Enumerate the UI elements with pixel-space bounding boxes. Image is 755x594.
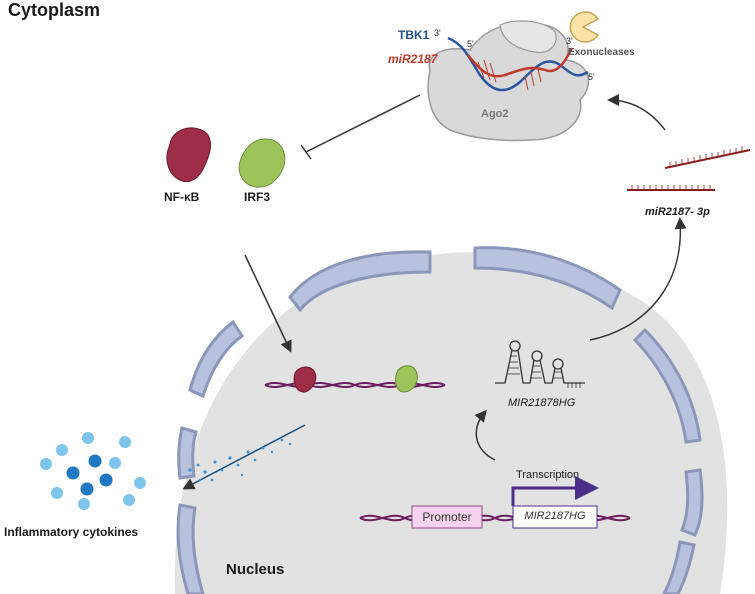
loading-arrow	[607, 94, 666, 131]
irf3-label: IRF3	[244, 190, 271, 204]
promoter-box	[411, 505, 483, 529]
cytokine-release-arrow	[182, 424, 306, 490]
inflammatory-cytokines-label: Inflammatory cytokines	[4, 525, 139, 539]
nfkb-bound	[293, 366, 317, 393]
nucleoplasm	[174, 251, 728, 594]
export-arrow	[589, 217, 687, 341]
nucleus-label: Nucleus	[226, 561, 285, 578]
tbk1-5prime-label: 5'	[588, 72, 595, 82]
translocation-arrow	[244, 254, 292, 353]
lncrna-hairpins	[495, 340, 585, 388]
inflammatory-cytokines	[40, 432, 146, 510]
transcription-label: Transcription	[516, 469, 580, 481]
promoter-label: Promoter	[422, 510, 472, 524]
mir-3prime-label: 3'	[566, 36, 573, 46]
nfkb-label: NF-κB	[164, 190, 200, 204]
ago2-label: Ago2	[481, 108, 509, 120]
nuclear-envelope	[176, 246, 704, 594]
mir2187-3p-label: miR2187- 3p	[645, 206, 710, 218]
irf3-bound	[395, 365, 418, 393]
mir2187-label: miR2187	[388, 52, 438, 66]
nfkb-protein	[166, 127, 211, 183]
irf3-protein	[238, 138, 286, 188]
cytoplasm-label: Cytoplasm	[8, 0, 101, 20]
tbk1-label: TBK1	[398, 28, 430, 42]
tbk1-3prime-label: 3'	[434, 28, 441, 38]
mir2187-3p-strands	[627, 146, 751, 191]
cytokine-dots	[188, 438, 292, 482]
mir21878hg-label: MIR21878HG	[508, 397, 576, 409]
mir-5prime-label: 5'	[467, 39, 474, 49]
transcription-arrow	[511, 476, 599, 506]
mir2187hg-label: MIR2187HG	[524, 510, 586, 522]
tbk1-mir2187-duplex	[447, 36, 589, 92]
gene-box	[512, 505, 598, 529]
exonucleases-label: Exonucleases	[568, 47, 635, 58]
exonuclease-icon	[569, 11, 600, 43]
inhibition-line	[300, 94, 421, 160]
gene-to-lncrna-arrow	[474, 409, 496, 461]
ago2-complex	[427, 20, 590, 142]
